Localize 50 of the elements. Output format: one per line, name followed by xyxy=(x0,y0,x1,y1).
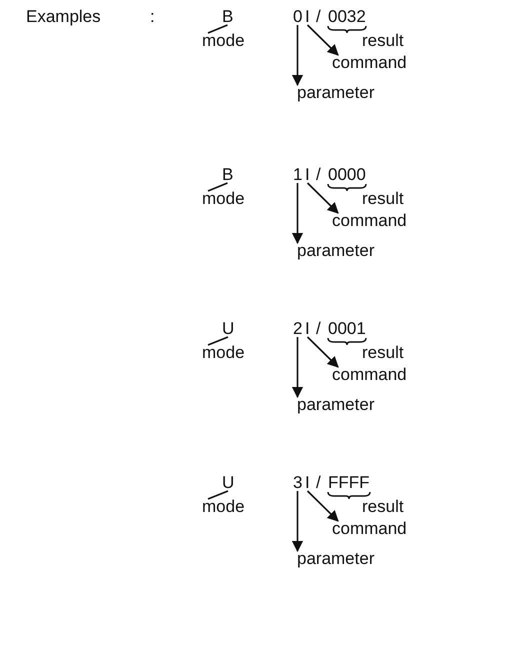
hex-value: 0000 xyxy=(328,166,366,185)
digit: 0 xyxy=(293,8,302,27)
letter: U xyxy=(222,320,234,339)
connector-line xyxy=(208,182,228,192)
arrow xyxy=(292,183,304,244)
result-label: result xyxy=(362,344,404,363)
arrow xyxy=(306,182,339,214)
mode-label: mode xyxy=(202,344,245,363)
arrow xyxy=(306,490,339,522)
digit: 3 xyxy=(293,474,302,493)
connector-line xyxy=(208,336,228,346)
result-label: result xyxy=(362,498,404,517)
command-label: command xyxy=(332,366,407,385)
digit: I xyxy=(305,8,310,27)
command-label: command xyxy=(332,520,407,539)
slash: / xyxy=(316,474,321,493)
colon: : xyxy=(150,8,155,27)
arrow xyxy=(306,24,339,56)
letter: B xyxy=(222,166,234,185)
slash: / xyxy=(316,166,321,185)
mode-label: mode xyxy=(202,190,245,209)
arrow xyxy=(292,491,304,552)
parameter-label: parameter xyxy=(297,396,374,415)
connector-line xyxy=(208,24,228,34)
slash: / xyxy=(316,8,321,27)
parameter-label: parameter xyxy=(297,84,374,103)
mode-label: mode xyxy=(202,498,245,517)
digit: I xyxy=(305,166,310,185)
digit: I xyxy=(305,320,310,339)
letter: B xyxy=(222,8,234,27)
arrow xyxy=(306,336,339,368)
result-label: result xyxy=(362,190,404,209)
digit: I xyxy=(305,474,310,493)
mode-label: mode xyxy=(202,32,245,51)
command-label: command xyxy=(332,212,407,231)
arrow xyxy=(292,337,304,398)
digit: 1 xyxy=(293,166,302,185)
slash: / xyxy=(316,320,321,339)
digit: 2 xyxy=(293,320,302,339)
hex-value: FFFF xyxy=(328,474,370,493)
result-label: result xyxy=(362,32,404,51)
connector-line xyxy=(208,490,228,500)
letter: U xyxy=(222,474,234,493)
arrow xyxy=(292,25,304,86)
hex-value: 0001 xyxy=(328,320,366,339)
heading-label: Examples xyxy=(26,8,101,27)
command-label: command xyxy=(332,54,407,73)
parameter-label: parameter xyxy=(297,550,374,569)
hex-value: 0032 xyxy=(328,8,366,27)
parameter-label: parameter xyxy=(297,242,374,261)
